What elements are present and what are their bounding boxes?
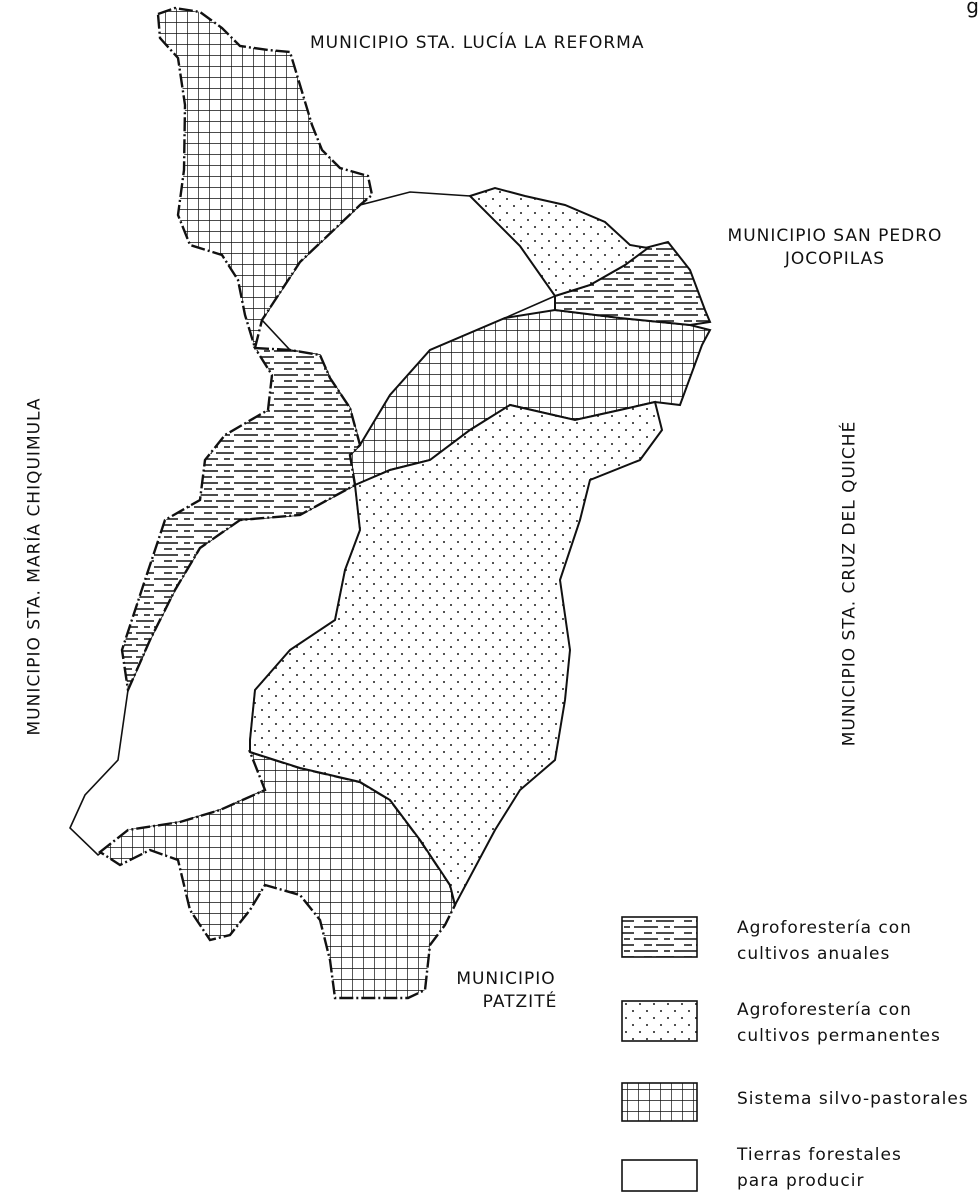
label-northeast-line2: JOCOPILAS (784, 248, 886, 269)
legend-item-forest-land: Tierras forestales para producir (737, 1142, 902, 1195)
legend-item-silvo-pastoral: Sistema silvo-pastorales (737, 1086, 969, 1112)
silvo-pastoral-region-south (97, 750, 457, 1000)
label-south-line1: MUNICIPIO (456, 969, 556, 989)
legend-swatch-silvo-pastoral (621, 1082, 698, 1122)
legend-forest-line2: para producir (737, 1171, 865, 1192)
legend-permanent-line1: Agroforestería con (737, 1000, 912, 1020)
legend-item-permanent-crops: Agroforestería con cultivos permanentes (737, 997, 941, 1050)
label-south-municipality: MUNICIPIO PATZITÉ (436, 968, 576, 1014)
label-west-municipality: MUNICIPIO STA. MARÍA CHIQUIMULA (24, 397, 45, 736)
permanent-crops-region-northeast (468, 186, 651, 298)
label-north-municipality: MUNICIPIO STA. LUCÍA LA REFORMA (310, 33, 645, 53)
label-northeast-line1: MUNICIPIO SAN PEDRO (727, 226, 943, 246)
label-northeast-municipality: MUNICIPIO SAN PEDRO JOCOPILAS (706, 225, 964, 271)
legend-swatch-forest-land (621, 1159, 698, 1192)
label-east-municipality: MUNICIPIO STA. CRUZ DEL QUICHÉ (839, 420, 860, 747)
legend-item-annual-crops: Agroforestería con cultivos anuales (737, 915, 912, 968)
annual-crops-region-west (120, 346, 362, 695)
legend-swatch-permanent-crops (621, 1000, 698, 1042)
silvo-pastoral-region-north (156, 6, 374, 353)
legend-annual-line1: Agroforestería con (737, 918, 912, 938)
legend-silvo-line1: Sistema silvo-pastorales (737, 1089, 969, 1109)
legend-annual-line2: cultivos anuales (737, 944, 891, 965)
permanent-crops-region-central (249, 400, 664, 908)
legend-forest-line1: Tierras forestales (737, 1145, 902, 1165)
label-south-line2: PATZITÉ (482, 991, 558, 1012)
page-mark: g (966, 0, 979, 18)
legend-permanent-line2: cultivos permanentes (737, 1026, 941, 1047)
legend-swatch-annual-crops (621, 916, 698, 958)
